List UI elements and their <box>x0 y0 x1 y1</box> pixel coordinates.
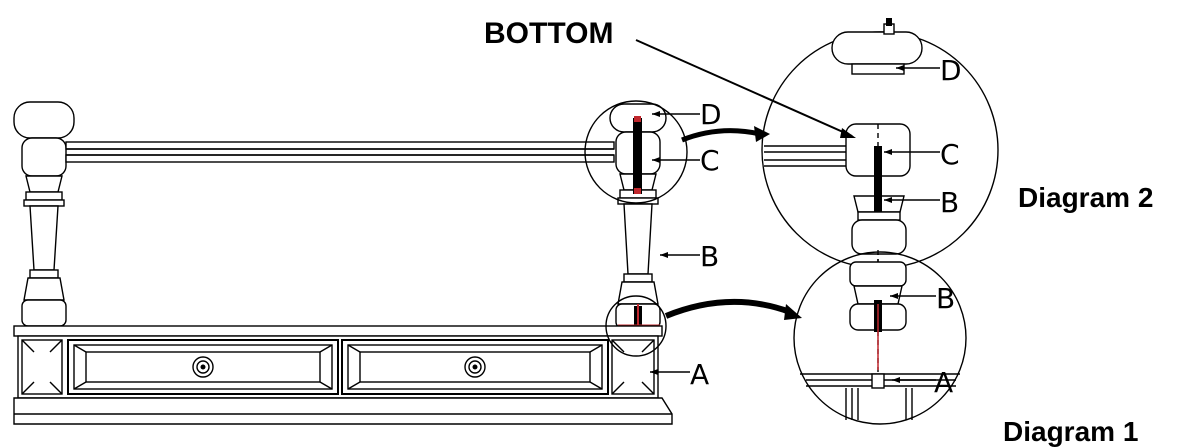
diagram-2-label: Diagram 2 <box>1018 182 1153 213</box>
callout-d2-d: D <box>940 54 962 87</box>
callout-main-b: B <box>700 240 719 273</box>
top-rail <box>65 141 615 163</box>
bottom-label: BOTTOM <box>484 17 613 50</box>
callout-main-c: C <box>700 144 720 177</box>
drawer-knob-left <box>192 356 214 378</box>
left-post <box>13 101 75 327</box>
arrow-to-diagram-1 <box>664 299 792 319</box>
right-post <box>609 103 667 346</box>
callout-main-d: D <box>700 98 722 131</box>
detail-circle-lower <box>605 295 667 357</box>
callout-d1-a: A <box>934 366 953 399</box>
callout-d2-b: B <box>940 186 959 219</box>
callout-d1-b: B <box>936 282 955 315</box>
main-assembly: D C B A <box>13 98 802 425</box>
drawer-right <box>341 339 609 395</box>
detail-circle-upper <box>584 100 688 204</box>
arrow-to-diagram-2 <box>681 128 761 143</box>
drawer-knob-right <box>464 356 486 378</box>
diagram-2-detail <box>761 18 999 330</box>
drawer-left <box>67 339 339 395</box>
callout-main-a: A <box>690 358 709 391</box>
main-callout-leaders <box>650 111 700 375</box>
callout-d2-c: C <box>940 138 960 171</box>
diagram-1-detail <box>793 250 967 425</box>
diagram-1-label: Diagram 1 <box>1003 416 1138 447</box>
bottom-pointer-line <box>635 39 853 137</box>
